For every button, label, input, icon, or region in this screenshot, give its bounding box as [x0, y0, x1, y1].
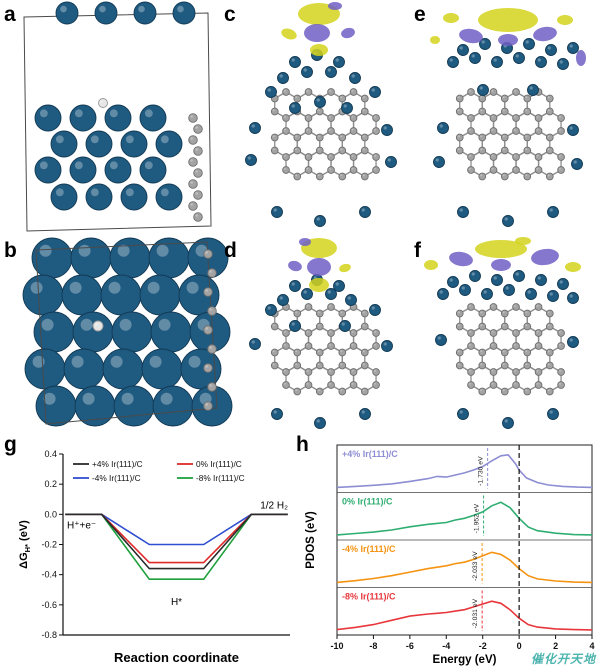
ir-slab-atoms [34, 104, 183, 211]
svg-text:0.2: 0.2 [44, 479, 57, 489]
h-dband-annotation: -1.730 eV [478, 456, 485, 486]
charge-density-panel-f [424, 237, 581, 429]
h-pdos-curve [336, 501, 593, 536]
svg-text:0: 0 [517, 641, 522, 651]
svg-text:0.0: 0.0 [44, 509, 57, 519]
ir-atoms [433, 38, 583, 227]
unit-cell-box [35, 241, 218, 425]
g-series-line [65, 513, 288, 564]
svg-text:4: 4 [589, 641, 594, 651]
charge-density-panel-c [245, 2, 397, 227]
carbon-lattice [270, 88, 380, 181]
panel-label-g: g [4, 433, 17, 456]
carbon-chain [203, 249, 217, 411]
ir-slab-atoms [22, 237, 233, 427]
ir-top-row [55, 1, 196, 25]
panel-label-b: b [4, 239, 17, 262]
h-panel-name: -4% Ir(111)/C [342, 544, 396, 554]
charge-density-isosurface [281, 2, 355, 56]
h-xlabel: Energy (eV) [433, 654, 497, 666]
watermark: 催化开天地 [530, 652, 596, 666]
molecular-structure [245, 2, 397, 227]
free-energy-chart: 0.4 0.2 0.0 -0.2 -0.4 -0.6 -0.8 ΔGH* (eV) Reacti… [18, 449, 290, 665]
charge-density-panel-d [249, 238, 393, 429]
h-panel-name: -8% Ir(111)/C [342, 592, 396, 602]
charge-density-isosurface [288, 238, 351, 292]
h-x-ticks: -10 -8 -6 -4 -2 0 2 4 [330, 635, 595, 651]
carbon-chain [188, 113, 203, 222]
h-panel-2: -2.033 eV -4% Ir(111)/C [336, 543, 593, 588]
structure-top-view [22, 237, 233, 427]
molecular-structure [430, 8, 586, 227]
charge-density-isosurface [424, 237, 581, 272]
h-ylabel: PDOS (eV) [305, 511, 317, 569]
h-dband-annotation: -2.033 eV [472, 551, 479, 581]
panel-label-a: a [4, 3, 16, 26]
h-panel-name: +4% Ir(111)/C [342, 449, 398, 459]
svg-text:-8: -8 [369, 641, 377, 651]
h-panel-0: -1.730 eV +4% Ir(111)/C [336, 448, 593, 493]
carbon-lattice [270, 303, 380, 396]
hydrogen-atom [98, 98, 108, 108]
structure-side-view [23, 1, 212, 232]
h-panel-3: -2.031 eV -8% Ir(111)/C [336, 590, 593, 631]
unit-cell-top-view [22, 237, 233, 427]
panel-label-c: c [224, 3, 236, 26]
svg-text:-0.2: -0.2 [41, 540, 57, 550]
g-intermediate-state-label: H* [171, 597, 182, 608]
h-panel-1: -1.952 eV 0% Ir(111)/C [336, 495, 593, 541]
g-series-line [65, 513, 288, 580]
g-ylabel: ΔGH* (eV) [18, 520, 32, 569]
h-pdos-curve [336, 453, 593, 489]
carbon-lattice [455, 303, 565, 396]
carbon-lattice [455, 88, 565, 181]
g-series-line [65, 513, 288, 546]
h-panel-name: 0% Ir(111)/C [342, 497, 393, 507]
h-dband-annotation: -1.952 eV [474, 503, 481, 533]
g-legend-label: 0% Ir(111)/C [196, 459, 242, 469]
svg-text:-0.6: -0.6 [41, 600, 57, 610]
g-y-ticks: 0.4 0.2 0.0 -0.2 -0.4 -0.6 -0.8 [41, 449, 63, 640]
svg-text:-2: -2 [479, 641, 487, 651]
g-series-lines [65, 513, 288, 580]
charge-density-isosurface [430, 8, 586, 66]
pdos-chart: -1.730 eV +4% Ir(111)/C -1.952 eV 0% Ir(111… [305, 444, 595, 666]
panel-label-f: f [414, 239, 421, 262]
g-legend-label: +4% Ir(111)/C [92, 459, 143, 469]
ir-atoms [245, 49, 397, 227]
h-pdos-curve [336, 600, 593, 631]
panel-label-e: e [414, 3, 426, 26]
panel-label-h: h [296, 433, 309, 456]
h-dband-annotation: -2.031 eV [472, 598, 479, 628]
svg-text:-0.4: -0.4 [41, 570, 57, 580]
molecular-structure [249, 238, 393, 429]
molecular-structure [424, 237, 581, 429]
g-legend-label: -4% Ir(111)/C [92, 473, 141, 483]
charge-density-panel-e [430, 8, 586, 227]
g-series-line [65, 513, 288, 570]
g-final-state-label: 1/2 H₂ [260, 500, 288, 511]
g-legend-label: -8% Ir(111)/C [196, 473, 245, 483]
g-initial-state-label: H⁺+e⁻ [67, 520, 96, 531]
g-legend: +4% Ir(111)/C 0% Ir(111)/C -4% Ir(111)/C -8… [73, 459, 245, 483]
ir-atoms [435, 270, 579, 429]
svg-text:-0.8: -0.8 [41, 630, 57, 640]
panel-label-d: d [224, 239, 237, 262]
unit-cell-side-view [23, 1, 212, 232]
svg-text:0.4: 0.4 [44, 449, 57, 459]
svg-text:-4: -4 [442, 641, 450, 651]
h-pdos-curve [336, 551, 593, 584]
g-xlabel: Reaction coordinate [114, 650, 239, 665]
svg-text:2: 2 [553, 641, 558, 651]
hydrogen-atom [92, 320, 104, 332]
svg-text:-10: -10 [330, 641, 343, 651]
svg-text:-6: -6 [406, 641, 414, 651]
